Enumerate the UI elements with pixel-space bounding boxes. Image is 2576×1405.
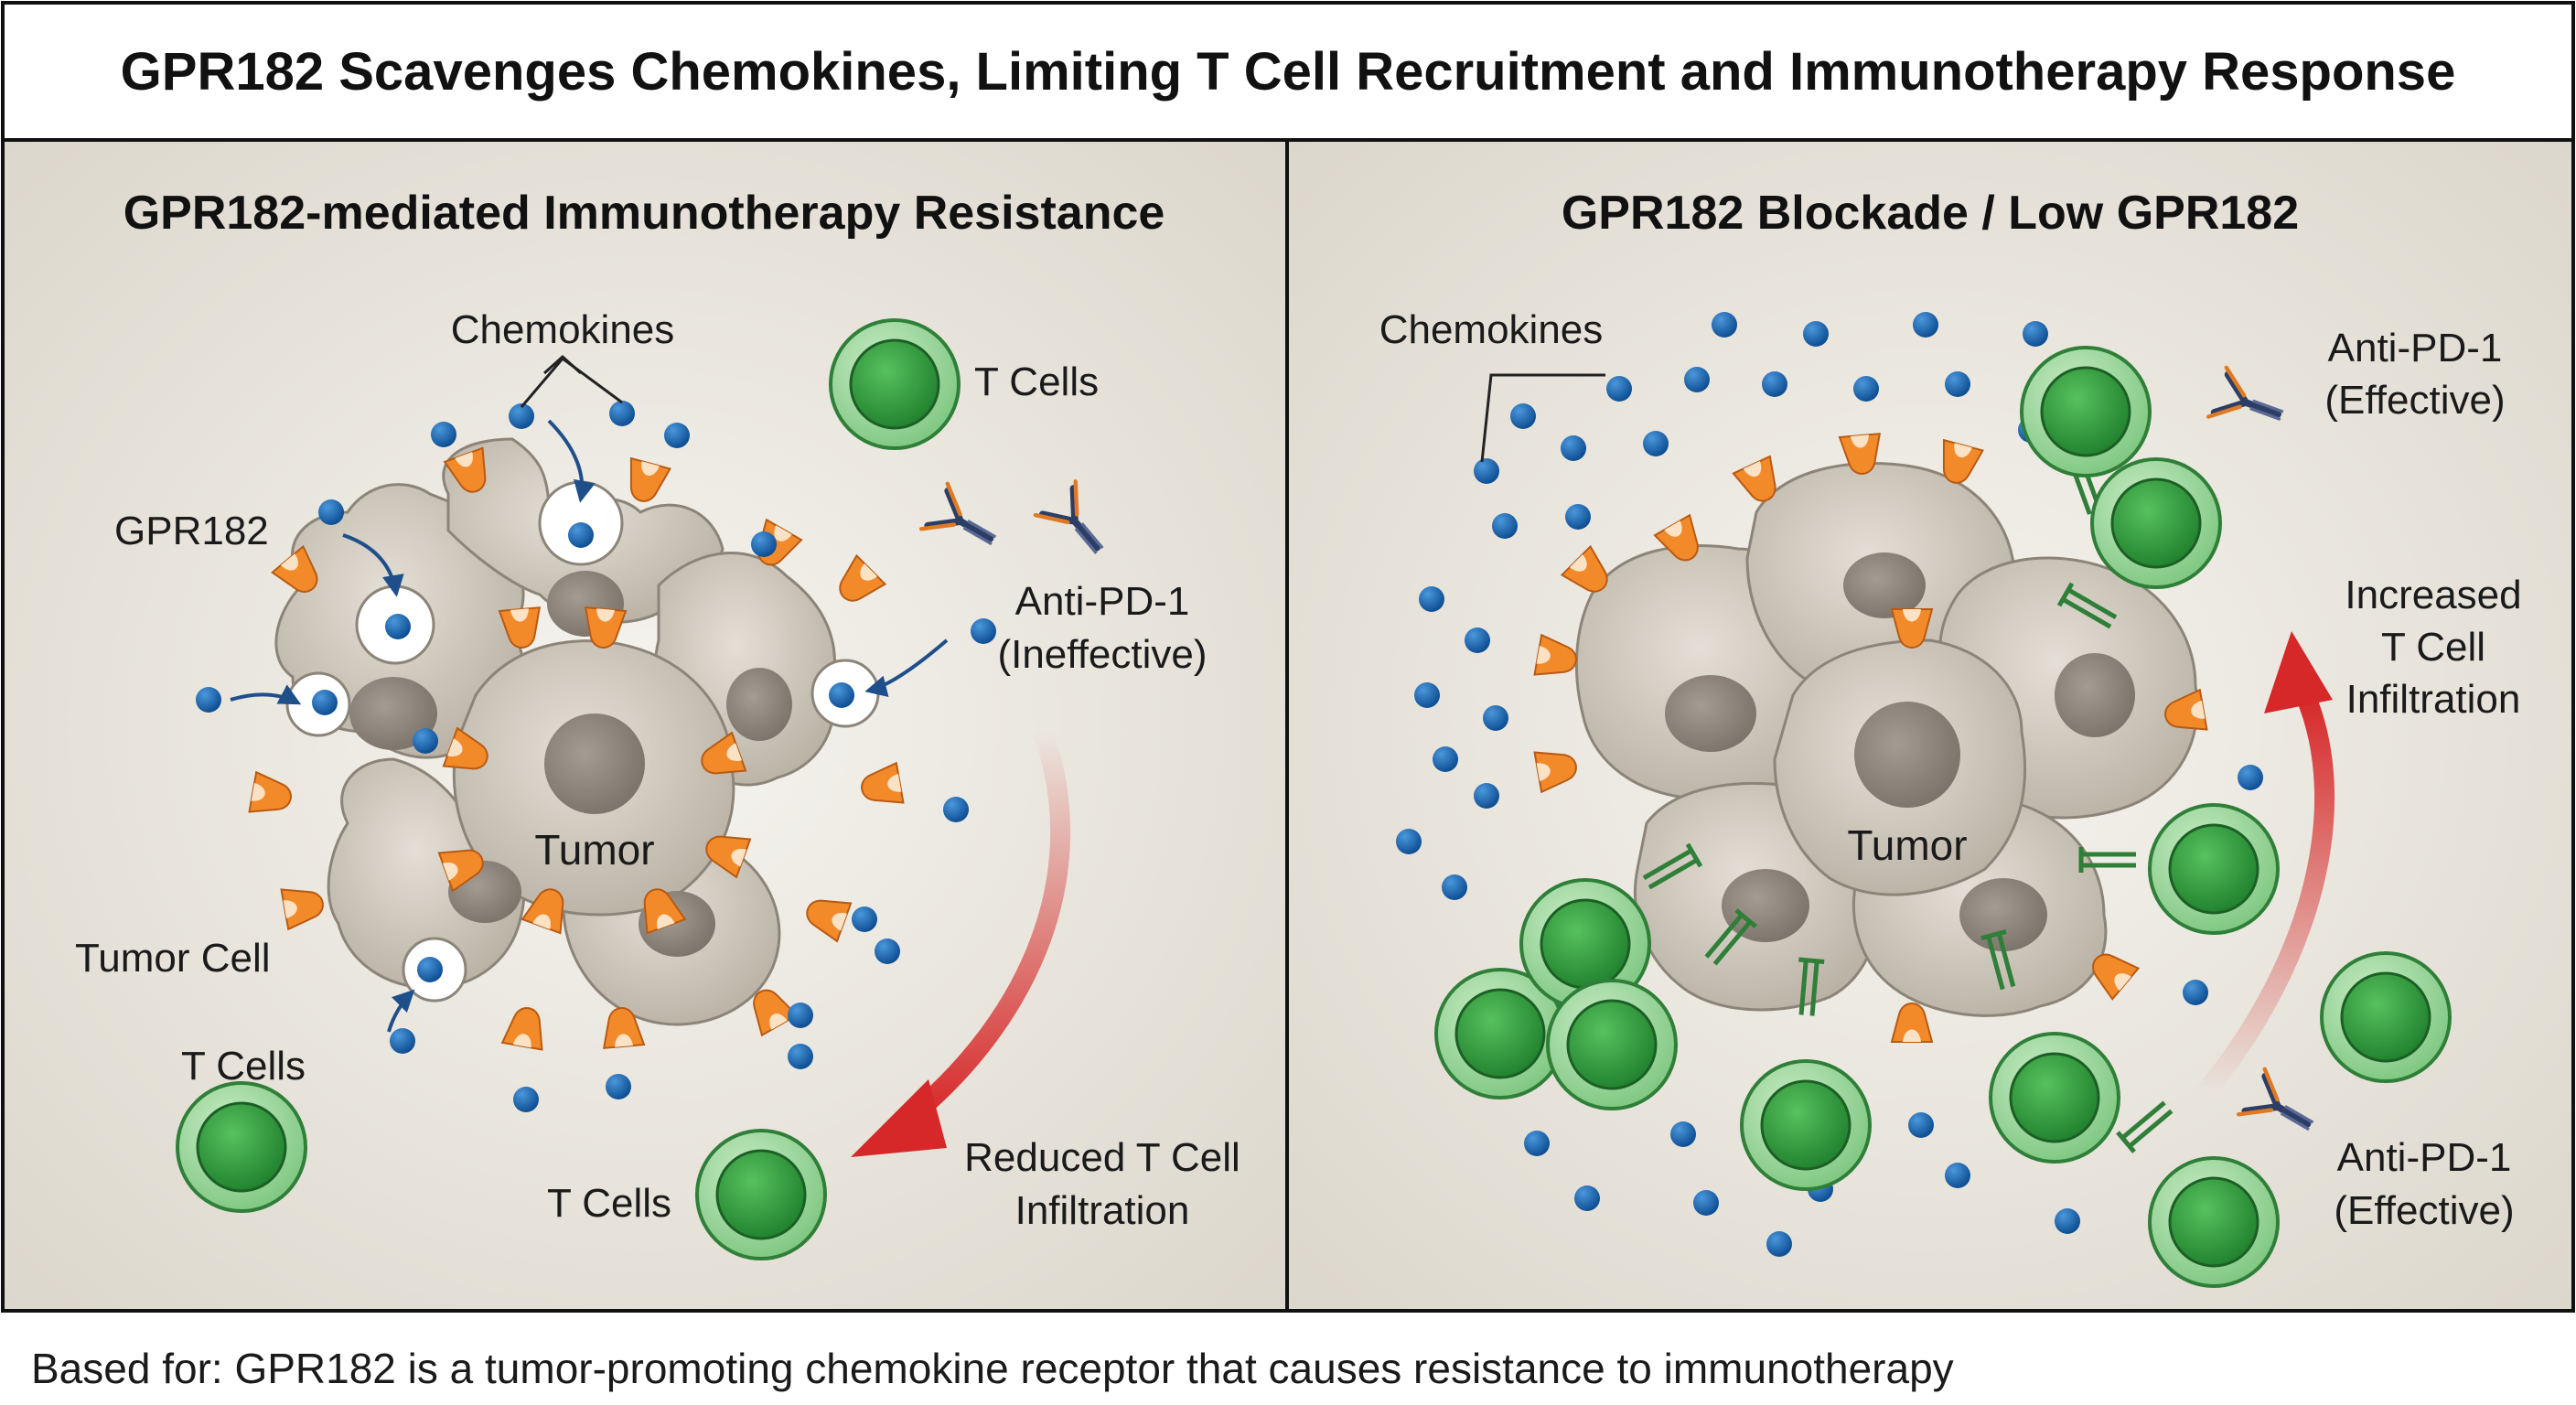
t-cell bbox=[695, 1129, 827, 1260]
left-tumor-cluster bbox=[274, 437, 880, 1026]
label-increased-line2: T Cell bbox=[2381, 625, 2485, 670]
t-cell bbox=[829, 318, 961, 450]
nucleus bbox=[2055, 653, 2135, 737]
tumor-cell bbox=[327, 757, 526, 990]
label-t-cells-left: T Cells bbox=[181, 1044, 306, 1089]
label-antipd1-top-line1: Anti-PD-1 bbox=[2328, 326, 2503, 370]
nucleus bbox=[1665, 675, 1756, 752]
nucleus bbox=[349, 677, 437, 750]
label-antipd1-bottom-line1: Anti-PD-1 bbox=[2337, 1135, 2512, 1180]
t-cell bbox=[2148, 803, 2280, 935]
title-bar bbox=[1, 1, 2575, 142]
label-antipd1-line1: Anti-PD-1 bbox=[1015, 579, 1190, 624]
label-gpr182: GPR182 bbox=[114, 509, 269, 553]
label-t-cells-bottom: T Cells bbox=[547, 1181, 671, 1226]
reduced-infiltration-arrowhead bbox=[851, 1079, 947, 1157]
label-t-cells-top: T Cells bbox=[974, 359, 1099, 404]
chemokines-leader-lines-right bbox=[1480, 373, 1605, 463]
increased-infiltration-arrow bbox=[2195, 685, 2334, 1103]
left-scavenging-arrows bbox=[230, 419, 949, 1033]
label-tumor: Tumor bbox=[534, 826, 654, 874]
left-chemokines bbox=[196, 401, 996, 1112]
right-panel-heading: GPR182 Blockade / Low GPR182 bbox=[1562, 187, 2299, 240]
t-cell bbox=[1546, 979, 1678, 1110]
nucleus-central bbox=[544, 713, 645, 814]
left-panel-heading: GPR182-mediated Immunotherapy Resistance bbox=[123, 187, 1165, 240]
nucleus bbox=[1843, 552, 1926, 618]
increased-infiltration-arrowhead bbox=[2264, 631, 2333, 713]
right-tumor-cluster bbox=[1574, 462, 2199, 1017]
nucleus bbox=[726, 668, 792, 741]
figure-title: GPR182 Scavenges Chemokines, Limiting T … bbox=[121, 42, 2456, 102]
chemokines-leader-lines bbox=[520, 356, 623, 408]
label-antipd1-line2: (Ineffective) bbox=[997, 632, 1207, 677]
t-cell bbox=[2090, 457, 2222, 589]
t-cell bbox=[1740, 1059, 1872, 1191]
label-chemokines-right: Chemokines bbox=[1379, 307, 1604, 352]
label-increased-line1: Increased bbox=[2345, 573, 2521, 617]
label-increased-line3: Infiltration bbox=[2346, 677, 2521, 722]
reduced-infiltration-arrow bbox=[896, 722, 1071, 1131]
nucleus-central bbox=[1854, 702, 1960, 808]
t-cell bbox=[1989, 1032, 2120, 1164]
t-cell bbox=[2148, 1156, 2280, 1288]
t-cell bbox=[2020, 346, 2152, 477]
label-tumor-cell: Tumor Cell bbox=[75, 936, 271, 981]
label-reduced-line2: Infiltration bbox=[1015, 1188, 1190, 1233]
label-reduced-line1: Reduced T Cell bbox=[964, 1135, 1240, 1180]
label-chemokines: Chemokines bbox=[451, 307, 675, 352]
t-cell bbox=[2320, 951, 2452, 1083]
nucleus bbox=[1722, 869, 1809, 942]
label-antipd1-bottom-line2: (Effective) bbox=[2334, 1188, 2514, 1233]
t-cell bbox=[176, 1081, 307, 1213]
footer-caption: Based for: GPR182 is a tumor-promoting c… bbox=[31, 1345, 1954, 1392]
label-antipd1-top-line2: (Effective) bbox=[2324, 378, 2505, 423]
nucleus bbox=[1959, 878, 2047, 951]
label-tumor-right: Tumor bbox=[1847, 821, 1967, 869]
